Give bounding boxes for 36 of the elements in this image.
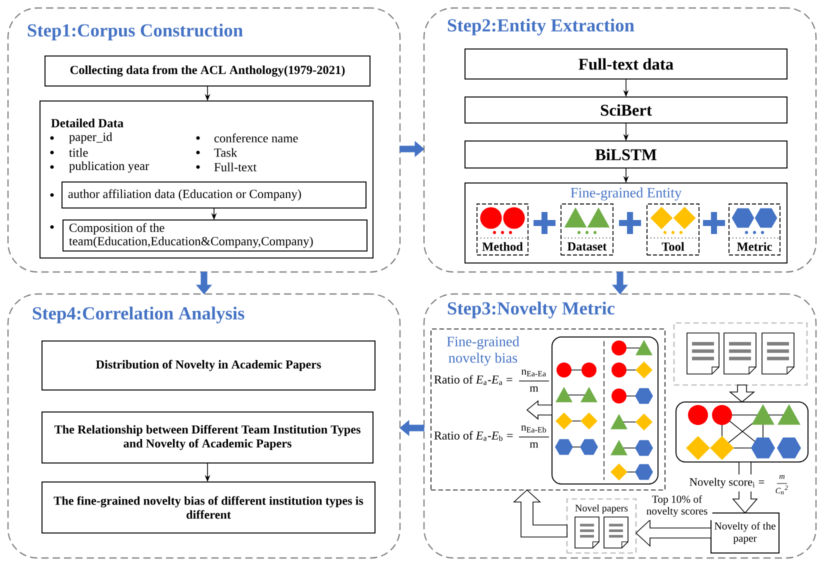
process-box: The fine-grained novelty bias of different institution types is different (42, 482, 376, 534)
entity-box: Metric (728, 204, 780, 256)
list-item: publication year (69, 161, 150, 173)
hollow-arrow (635, 519, 712, 547)
edge-label: Novelty score$_{i}$ = (688, 474, 766, 492)
list-item-box: Composition of the team(Education,Education&Company,Company) (62, 220, 368, 252)
process-box: Novelty of the paper (710, 512, 780, 554)
block-arrow (400, 420, 424, 436)
process-box: The Relationship between Different Team Institution Types and Novelty of Academic Papers (42, 412, 374, 464)
block-arrow (196, 272, 212, 294)
list-item: Task (214, 148, 238, 157)
entity-box: Method (476, 204, 528, 256)
process-box: Full-text data (464, 48, 788, 80)
process-box: BiLSTM (464, 140, 788, 168)
rounded-box (552, 336, 658, 484)
block-arrow (400, 140, 424, 158)
block-arrow (612, 272, 628, 294)
entity-box: Tool (646, 204, 700, 256)
hollow-arrow (512, 489, 568, 538)
list-item: title (69, 148, 88, 157)
dashed-box (673, 322, 808, 386)
dashed-box: Novel papers (566, 498, 637, 554)
list-item: Full-text (214, 162, 257, 172)
process-box: Distribution of Novelty in Academic Papers (42, 340, 376, 390)
list-item: paper_id (69, 132, 112, 144)
list-item-box: author affiliation data (Education or Company) (62, 182, 366, 208)
formula: Ratio of E$_{a}$-E$_{b}$ = n$_{Ea-Eb}$ m (434, 426, 550, 448)
process-box: SciBert (464, 96, 788, 124)
edge-label: Top 10% of novelty scores (642, 492, 712, 520)
formula: Ratio of E$_{a}$-E$_{a}$ = n$_{Ea-Ea}$ m (434, 370, 550, 392)
process-box: Collecting data from the ACL Anthology(1979-2021) (44, 56, 370, 86)
entity-box: Dataset (560, 204, 614, 256)
rounded-box (676, 402, 808, 462)
hollow-arrow (728, 384, 756, 403)
hollow-arrow (526, 400, 552, 420)
list-item: conference name (214, 134, 298, 142)
